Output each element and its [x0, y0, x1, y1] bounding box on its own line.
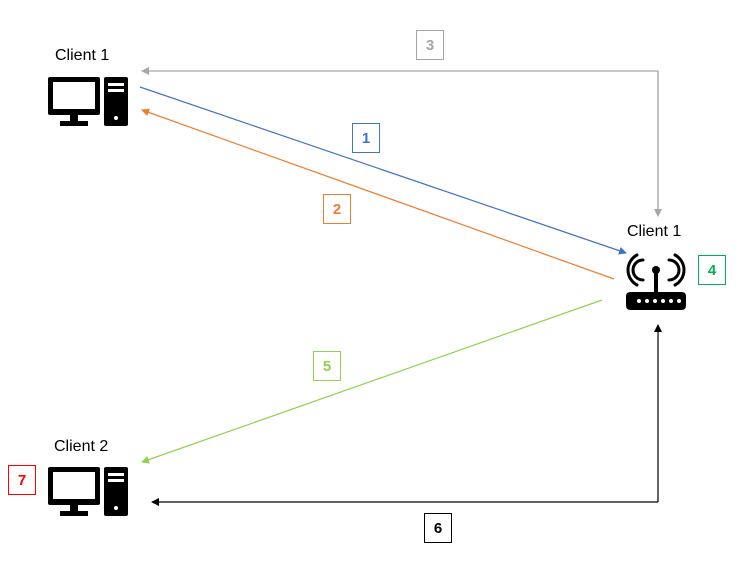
- step-box-1: 1: [352, 123, 380, 153]
- wireless-router-icon: [626, 253, 686, 310]
- desktop-computer-icon: [48, 77, 128, 126]
- step-box-6: 6: [424, 513, 452, 543]
- step-box-4: 4: [698, 255, 726, 285]
- client2-label: Client 2: [54, 438, 109, 455]
- router-label: Client 1: [627, 223, 682, 240]
- step-box-7: 7: [8, 465, 36, 495]
- arrow-step-2: [141, 108, 615, 280]
- step-box-5: 5: [313, 351, 341, 381]
- step-box-3: 3: [416, 30, 444, 60]
- arrow-step-1: [139, 86, 627, 255]
- desktop-computer-icon: [48, 467, 128, 516]
- arrow-step-5: [141, 299, 603, 464]
- step-box-2: 2: [323, 194, 351, 224]
- client1-label: Client 1: [55, 47, 110, 64]
- arrow-step-3: [141, 67, 659, 215]
